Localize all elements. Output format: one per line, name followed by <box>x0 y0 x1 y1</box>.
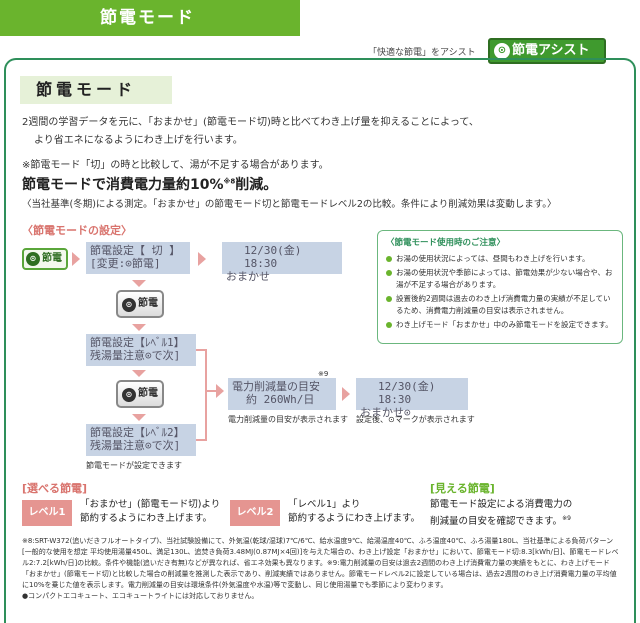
caution-box: 〈節電モード使用時のご注意〉 お湯の使用状況によっては、昼間もわき上げを行います… <box>377 230 623 344</box>
lcd-line: 節電設定【 切 】 <box>90 244 181 257</box>
flow-arrow <box>132 370 146 377</box>
lcd-line: 節電] <box>131 257 161 270</box>
footnote: ※8:SRT-W372(追いだきフルオートタイプ)、当社試験設備にて、外気温(乾… <box>22 536 622 602</box>
description-line2: より省エネになるようにわき上げを行います。 <box>34 135 243 146</box>
lcd-clock-omakase-eco: 12/30(金) 18:30 おまかせ⊙ <box>356 378 468 419</box>
subnote: 〈当社基準(冬期)による測定。「おまかせ」の節電モード切と節電モードレベル2の比… <box>22 199 557 210</box>
lcd-line: 12/30(金) 18:30 <box>244 244 302 270</box>
lcd-setting-level2: 節電設定【ﾚﾍﾞﾙ2】 残湯量注意⊙で次] <box>86 424 196 456</box>
caption-lcd6: 設定後、⊙マークが表示されます <box>356 414 475 425</box>
description-note: ※節電モード「切」の時と比較して、湯が不足する場合があります。 <box>22 160 329 171</box>
section-title: 節電モード <box>20 76 172 104</box>
visible-sup: ※9 <box>562 515 571 522</box>
caution-item: お湯の使用状況や季節によっては、節電効果が少ない場合や、お湯が不足する場合があり… <box>386 267 614 291</box>
lcd-clock-omakase: 12/30(金) 18:30 おまかせ <box>222 242 342 283</box>
footnote-text2: ●コンパクトエコキュート、エコキュートライトには対応しておりません。 <box>22 592 259 600</box>
setsuden-press-label: 節電 <box>138 298 158 309</box>
lcd-line: おまかせ <box>226 270 270 283</box>
headline: 節電モードで消費電力量約10%※8削減。 <box>22 174 277 194</box>
caution-item: わき上げモード「おまかせ」中のみ節電モードを設定できます。 <box>386 319 614 331</box>
level2-line2: 節約するようにわき上げます。 <box>288 513 421 524</box>
visible-title: [見える節電] <box>430 482 495 495</box>
lcd-line: おまかせ <box>360 406 404 419</box>
lcd-line: 節電設定【ﾚﾍﾞﾙ2】 <box>90 426 185 439</box>
assist-badge-label: 節電アシスト <box>512 43 590 58</box>
level2-line1: 「レベル1」より <box>288 499 361 510</box>
caption-set: 節電モードが設定できます <box>86 461 182 470</box>
lcd-line: 12/30(金) 18:30 <box>378 380 436 406</box>
caption-lcd6-b: マークが表示されます <box>394 415 475 424</box>
flow-arrow <box>132 280 146 287</box>
visible-text: 節電モード設定による消費電力の 削減量の目安を確認できます。※9 <box>430 498 572 529</box>
visible-line2: 削減量の目安を確認できます。 <box>430 516 563 528</box>
level1-line1: 「おまかせ」(節電モード切)より <box>80 499 221 510</box>
setsuden-button[interactable]: ⊙節電 <box>22 248 68 270</box>
flow-arrow <box>342 387 350 401</box>
header-tab: 節電モード <box>0 0 300 36</box>
connector-line <box>205 390 217 392</box>
level1-line2: 節約するようにわき上げます。 <box>80 513 213 524</box>
footnote-text1: ※8:SRT-W372(追いだきフルオートタイプ)、当社試験設備にて、外気温(乾… <box>22 537 619 589</box>
lcd-reduction-estimate: 電力削減量の目安 約 260Wh/日 <box>228 378 336 410</box>
lcd-line: [変更: <box>90 257 126 270</box>
lcd5-sup: ※9 <box>318 370 329 378</box>
lcd-setting-level1: 節電設定【ﾚﾍﾞﾙ1】 残湯量注意⊙で次] <box>86 334 196 366</box>
eco-icon: ⊙ <box>494 43 510 59</box>
level1-tag: レベル1 <box>22 500 72 526</box>
lcd-setting-off: 節電設定【 切 】 [変更:⊙節電] <box>86 242 190 274</box>
lcd-line: 電力削減量の目安 <box>232 380 320 393</box>
headline-sup: ※8 <box>223 177 236 186</box>
lcd-line: で次] <box>151 349 181 362</box>
headline-text: 節電モードで消費電力量約10% <box>22 177 224 193</box>
eco-icon: ⊙ <box>122 388 136 402</box>
flow-arrow <box>132 324 146 331</box>
eco-icon: ⊙ <box>404 406 411 419</box>
connector-line <box>196 349 206 351</box>
lcd-line: 残湯量注意 <box>90 439 145 452</box>
setsuden-press-button[interactable]: ⊙節電 <box>116 290 164 318</box>
setsuden-button-label: 節電 <box>42 253 62 264</box>
lcd-line: で次] <box>151 439 181 452</box>
caution-item: お湯の使用状況によっては、昼間もわき上げを行います。 <box>386 253 614 265</box>
headline-tail: 削減。 <box>235 177 278 193</box>
setsuden-press-label: 節電 <box>138 388 158 399</box>
caution-item: 設置後約2週間は過去のわき上げ消費電力量の実績が不足しているため、消費電力削減量… <box>386 293 614 317</box>
flow-arrow <box>72 252 80 266</box>
flow-arrow <box>216 384 224 398</box>
connector-line <box>196 439 206 441</box>
assist-caption: 「快適な節電」をアシスト <box>368 48 476 58</box>
caution-title: 〈節電モード使用時のご注意〉 <box>386 238 506 248</box>
eco-icon: ⊙ <box>388 415 395 424</box>
eco-icon: ⊙ <box>145 349 152 362</box>
eco-icon: ⊙ <box>125 257 132 270</box>
levels-title: [選べる節電] <box>22 482 88 495</box>
eco-icon: ⊙ <box>122 298 136 312</box>
caption-lcd6-a: 設定後、 <box>356 415 388 424</box>
flow-title: 〈節電モードの設定〉 <box>22 224 132 237</box>
flow-arrow <box>198 252 206 266</box>
description: 2週間の学習データを元に、「おまかせ」(節電モード切)時と比べてわき上げ量を抑え… <box>22 114 479 150</box>
level1-text: 「おまかせ」(節電モード切)より 節約するようにわき上げます。 <box>80 498 220 526</box>
caption-lcd5: 電力削減量の目安が表示されます <box>228 415 348 424</box>
lcd-line: 節電設定【ﾚﾍﾞﾙ1】 <box>90 336 185 349</box>
flow-arrow <box>132 414 146 421</box>
description-line1: 2週間の学習データを元に、「おまかせ」(節電モード切)時と比べてわき上げ量を抑え… <box>22 117 479 128</box>
content-frame <box>4 58 636 623</box>
connector-line <box>205 349 207 441</box>
lcd-line: 残湯量注意 <box>90 349 145 362</box>
eco-icon: ⊙ <box>145 439 152 452</box>
lcd-line: 約 260Wh/日 <box>246 393 315 406</box>
visible-line1: 節電モード設定による消費電力の <box>430 499 573 510</box>
level2-text: 「レベル1」より 節約するようにわき上げます。 <box>288 498 420 526</box>
setsuden-press-button-2[interactable]: ⊙節電 <box>116 380 164 408</box>
level2-tag: レベル2 <box>230 500 280 526</box>
header-tab-title: 節電モード <box>100 8 195 28</box>
eco-icon: ⊙ <box>26 252 40 266</box>
